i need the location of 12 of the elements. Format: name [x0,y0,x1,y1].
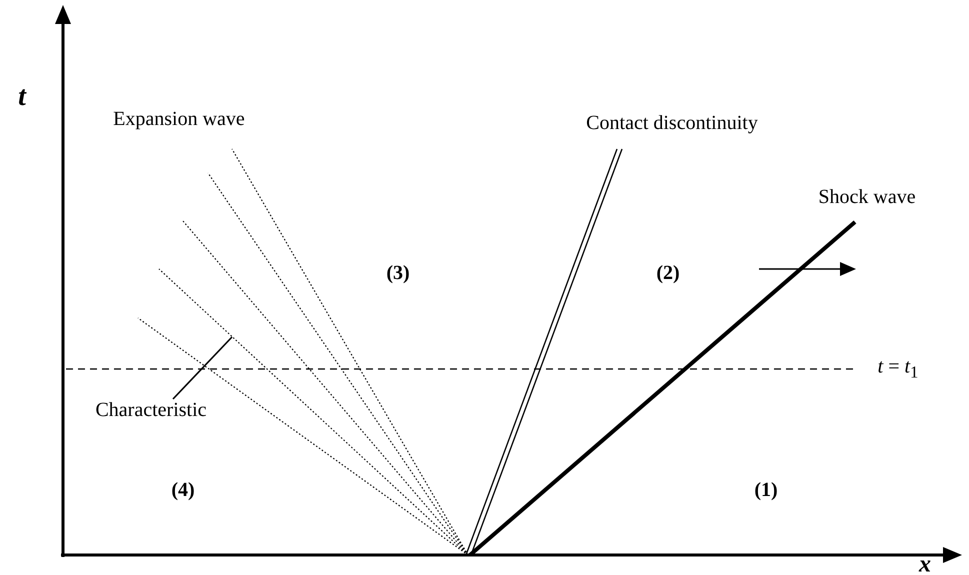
region-number: (1) [754,480,778,500]
leader-line [172,336,233,400]
region-number: (4) [171,480,195,500]
wave-label: Contact discontinuity [586,113,758,133]
axis-label: x [919,555,931,575]
wave-label: Expansion wave [113,109,245,129]
wave-label: Shock wave [818,187,916,207]
region-number: (2) [656,263,680,283]
region-number: (3) [386,263,410,283]
time-label: t = t$_{1}$ [878,356,918,382]
axis-label: t [18,83,26,111]
annotation-label: Characteristic [95,400,207,420]
